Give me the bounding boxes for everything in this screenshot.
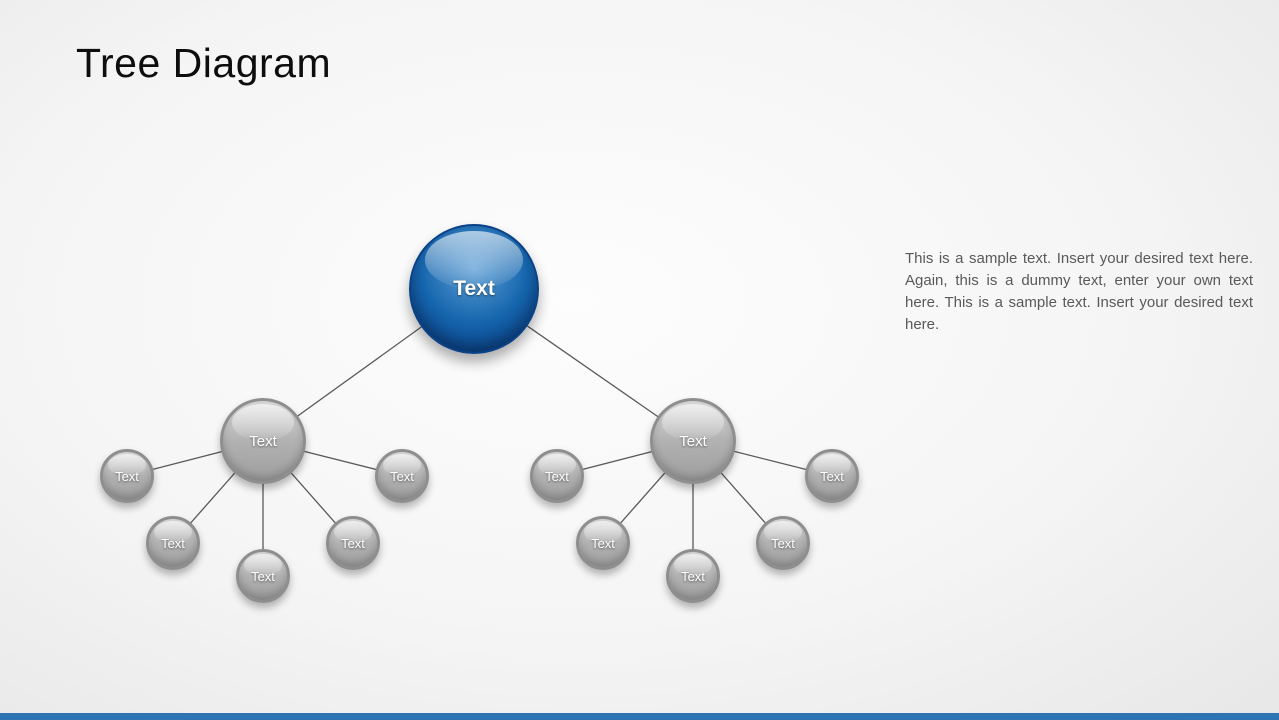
leaf-node-label: Text bbox=[115, 468, 139, 484]
leaf-node-label: Text bbox=[591, 535, 615, 551]
branch-node-right: Text bbox=[650, 398, 736, 484]
leaf-node: Text bbox=[236, 549, 290, 603]
leaf-node: Text bbox=[375, 449, 429, 503]
leaf-node-label: Text bbox=[161, 535, 185, 551]
leaf-node-label: Text bbox=[251, 568, 275, 584]
branch-node-label: Text bbox=[249, 432, 277, 450]
leaf-node-label: Text bbox=[390, 468, 414, 484]
branch-node-label: Text bbox=[679, 432, 707, 450]
leaf-node: Text bbox=[666, 549, 720, 603]
leaf-node: Text bbox=[756, 516, 810, 570]
leaf-node-label: Text bbox=[545, 468, 569, 484]
description-text: This is a sample text. Insert your desir… bbox=[905, 250, 1253, 333]
branch-node-left: Text bbox=[220, 398, 306, 484]
leaf-node: Text bbox=[576, 516, 630, 570]
leaf-node-label: Text bbox=[681, 568, 705, 584]
root-node-label: Text bbox=[453, 277, 495, 300]
page-title: Tree Diagram bbox=[76, 40, 332, 86]
root-node: Text bbox=[409, 224, 539, 354]
leaf-node-label: Text bbox=[820, 468, 844, 484]
leaf-node: Text bbox=[805, 449, 859, 503]
bottom-accent-bar bbox=[0, 713, 1279, 720]
leaf-node: Text bbox=[100, 449, 154, 503]
leaf-node-label: Text bbox=[341, 535, 365, 551]
leaf-node: Text bbox=[326, 516, 380, 570]
leaf-node: Text bbox=[530, 449, 584, 503]
leaf-node-label: Text bbox=[771, 535, 795, 551]
leaf-node: Text bbox=[146, 516, 200, 570]
